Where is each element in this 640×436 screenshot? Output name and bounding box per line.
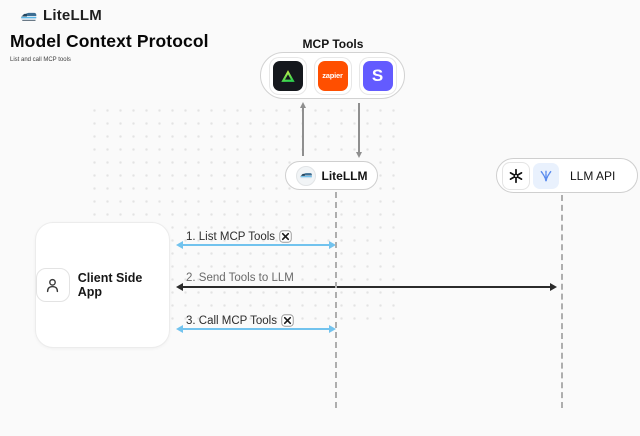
llm-provider-icon bbox=[533, 162, 559, 189]
client-side-app-label: Client Side App bbox=[77, 271, 143, 299]
arrow-litellm-to-mcp[interactable] bbox=[302, 107, 304, 156]
llm-api-lifeline bbox=[561, 195, 563, 408]
message-3-label: 3. Call MCP Tools bbox=[186, 314, 294, 327]
mcp-tool-tile[interactable]: S bbox=[359, 57, 396, 94]
arrowhead bbox=[176, 283, 183, 291]
hammer-wrench-icon bbox=[281, 314, 294, 327]
green-triangle-icon bbox=[278, 66, 298, 86]
arrow-call-mcp-tools[interactable] bbox=[181, 328, 331, 330]
page-subtitle: List and call MCP tools bbox=[10, 57, 71, 63]
llm-api-label: LLM API bbox=[570, 168, 616, 183]
openai-icon bbox=[503, 162, 529, 189]
arrow-list-mcp-tools[interactable] bbox=[181, 244, 331, 246]
client-side-app-node[interactable]: Client Side App bbox=[35, 222, 170, 348]
arrowhead bbox=[176, 325, 183, 333]
litellm-node-label: LiteLLM bbox=[321, 168, 368, 183]
brand-name: LiteLLM bbox=[43, 7, 102, 24]
mcp-tool-tile[interactable] bbox=[269, 57, 306, 94]
stripe-icon: S bbox=[362, 60, 393, 91]
zapier-icon: zapier bbox=[317, 60, 348, 91]
arrowhead bbox=[550, 283, 557, 291]
mcp-tools-label: MCP Tools bbox=[302, 37, 364, 51]
message-1-label: 1. List MCP Tools bbox=[186, 230, 292, 243]
mcp-tool-tile[interactable]: zapier bbox=[314, 57, 351, 94]
message-2-label: 2. Send Tools to LLM bbox=[186, 272, 294, 284]
arrowhead bbox=[176, 241, 183, 249]
hammer-wrench-icon bbox=[279, 230, 292, 243]
arrow-send-tools-to-llm[interactable] bbox=[181, 286, 552, 288]
arrow-mcp-to-litellm[interactable] bbox=[358, 103, 360, 153]
mcp-tools-node[interactable]: zapier S bbox=[260, 52, 405, 99]
page-title: Model Context Protocol bbox=[10, 31, 209, 51]
arrowhead bbox=[329, 241, 336, 249]
litellm-train-icon bbox=[19, 9, 38, 23]
arrowhead bbox=[329, 325, 336, 333]
person-icon bbox=[36, 268, 70, 302]
litellm-node[interactable]: LiteLLM bbox=[285, 161, 378, 190]
arrow-up-head bbox=[299, 102, 306, 108]
llm-api-node[interactable]: LLM API bbox=[496, 158, 638, 193]
brand: LiteLLM bbox=[19, 7, 102, 24]
arrow-down-head bbox=[355, 152, 362, 158]
litellm-logo-icon bbox=[295, 165, 316, 186]
litellm-lifeline bbox=[335, 192, 337, 408]
